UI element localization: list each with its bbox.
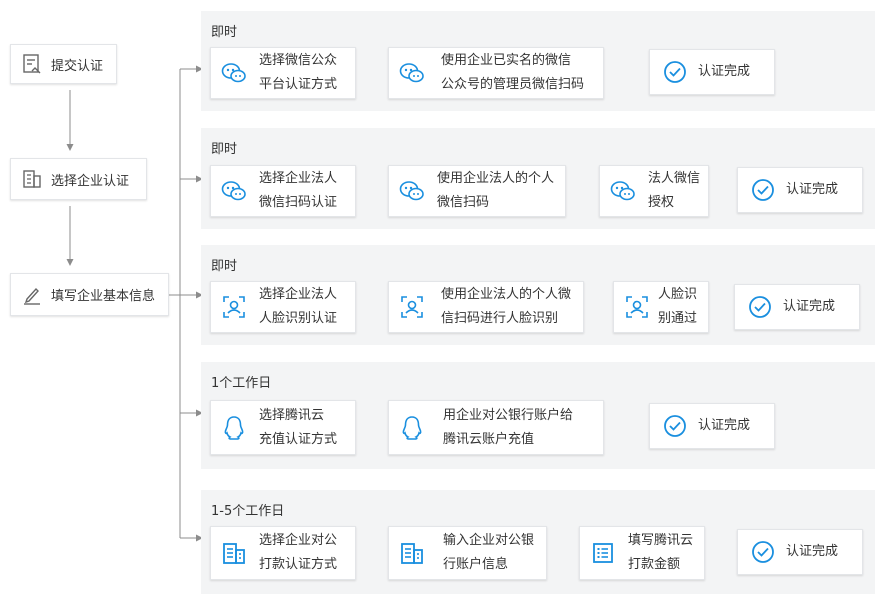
step-fill-enterprise-info: 填写企业基本信息 [10, 273, 169, 316]
step-line2: 行账户信息 [443, 557, 509, 572]
step-line2: 充值认证方式 [259, 431, 338, 447]
step-card: 选择企业法人人脸识别认证 [210, 281, 356, 333]
step-line1: 认证完成 [786, 544, 839, 559]
step-label: 提交认证 [51, 58, 104, 74]
step-card: 选择腾讯云充值认证方式 [210, 400, 356, 455]
step-line2: 平台认证方式 [259, 77, 338, 92]
step-line1: 选择腾讯云 [259, 407, 325, 423]
step-line1: 用企业对公银行账户给 [443, 407, 574, 423]
step-card: 选择微信公众平台认证方式 [210, 47, 356, 99]
step-card: 用企业对公银行账户给腾讯云账户充值 [388, 400, 604, 455]
panel-duration: 即时 [211, 25, 238, 40]
step-line1: 选择企业法人 [259, 287, 338, 302]
step-line1: 填写腾讯云 [628, 533, 694, 548]
step-line2: 公众号的管理员微信扫码 [441, 77, 585, 92]
step-card: 选择企业对公打款认证方式 [210, 526, 356, 580]
step-line2: 打款认证方式 [259, 557, 338, 572]
step-line1: 选择企业法人 [259, 171, 338, 186]
step-card: 人脸识别通过 [613, 281, 709, 333]
check-circle-icon [662, 59, 688, 85]
qq-penguin-icon [399, 415, 425, 441]
wechat-icon [610, 178, 636, 204]
step-line1: 选择微信公众 [259, 53, 338, 68]
pen-write-icon [19, 282, 45, 308]
step-card: 输入企业对公银行账户信息 [388, 526, 547, 580]
check-circle-icon [662, 413, 688, 439]
step-card: 使用企业法人的个人微信扫码进行人脸识别 [388, 281, 584, 333]
face-scan-icon [221, 294, 247, 320]
face-scan-icon [624, 294, 650, 320]
bank-building-icon [399, 540, 425, 566]
check-circle-icon [747, 294, 773, 320]
panel-duration: 即时 [211, 259, 238, 274]
face-scan-icon [399, 294, 425, 320]
step-line1: 输入企业对公银 [443, 533, 535, 548]
step-line2: 微信扫码 [437, 195, 490, 210]
step-card: 填写腾讯云打款金额 [579, 526, 705, 580]
step-line2: 授权 [648, 195, 675, 210]
step-line2: 别通过 [658, 311, 698, 326]
panel-duration: 即时 [211, 142, 238, 157]
panel-duration: 1-5个工作日 [211, 504, 285, 519]
step-card: 使用企业已实名的微信公众号的管理员微信扫码 [388, 47, 604, 99]
qq-penguin-icon [221, 415, 247, 441]
check-circle-icon [750, 177, 776, 203]
step-line1: 认证完成 [698, 418, 751, 433]
step-line2: 微信扫码认证 [259, 195, 338, 210]
step-line1: 选择企业对公 [259, 533, 338, 548]
step-line2: 打款金额 [628, 557, 681, 572]
step-card: 使用企业法人的个人微信扫码 [388, 165, 566, 217]
document-edit-icon [19, 51, 45, 77]
wechat-icon [221, 60, 247, 86]
step-card-complete: 认证完成 [734, 284, 860, 330]
step-card-complete: 认证完成 [649, 403, 775, 449]
step-line1: 法人微信 [648, 171, 701, 186]
building-doc-icon [19, 166, 45, 192]
step-line1: 认证完成 [783, 299, 836, 314]
step-line1: 使用企业已实名的微信 [441, 53, 572, 68]
panel-duration: 1个工作日 [211, 376, 272, 391]
step-card: 法人微信授权 [599, 165, 709, 217]
step-line2: 信扫码进行人脸识别 [441, 311, 559, 326]
wechat-icon [221, 178, 247, 204]
form-list-icon [590, 540, 616, 566]
step-line1: 人脸识 [658, 287, 698, 302]
check-circle-icon [750, 539, 776, 565]
step-label: 选择企业认证 [51, 173, 130, 189]
step-card: 选择企业法人微信扫码认证 [210, 165, 356, 217]
step-line1: 认证完成 [698, 64, 751, 79]
bank-building-icon [221, 540, 247, 566]
step-card-complete: 认证完成 [737, 167, 863, 213]
wechat-icon [399, 60, 425, 86]
step-card-complete: 认证完成 [649, 49, 775, 95]
step-label: 填写企业基本信息 [51, 289, 156, 304]
step-line2: 腾讯云账户充值 [443, 431, 535, 447]
step-line1: 认证完成 [786, 182, 839, 197]
step-choose-enterprise: 选择企业认证 [10, 158, 147, 200]
step-line2: 人脸识别认证 [259, 311, 338, 326]
step-line1: 使用企业法人的个人微 [441, 287, 572, 302]
step-card-complete: 认证完成 [737, 529, 863, 575]
step-line1: 使用企业法人的个人 [437, 171, 555, 186]
step-submit-certification: 提交认证 [10, 44, 117, 84]
wechat-icon [399, 178, 425, 204]
